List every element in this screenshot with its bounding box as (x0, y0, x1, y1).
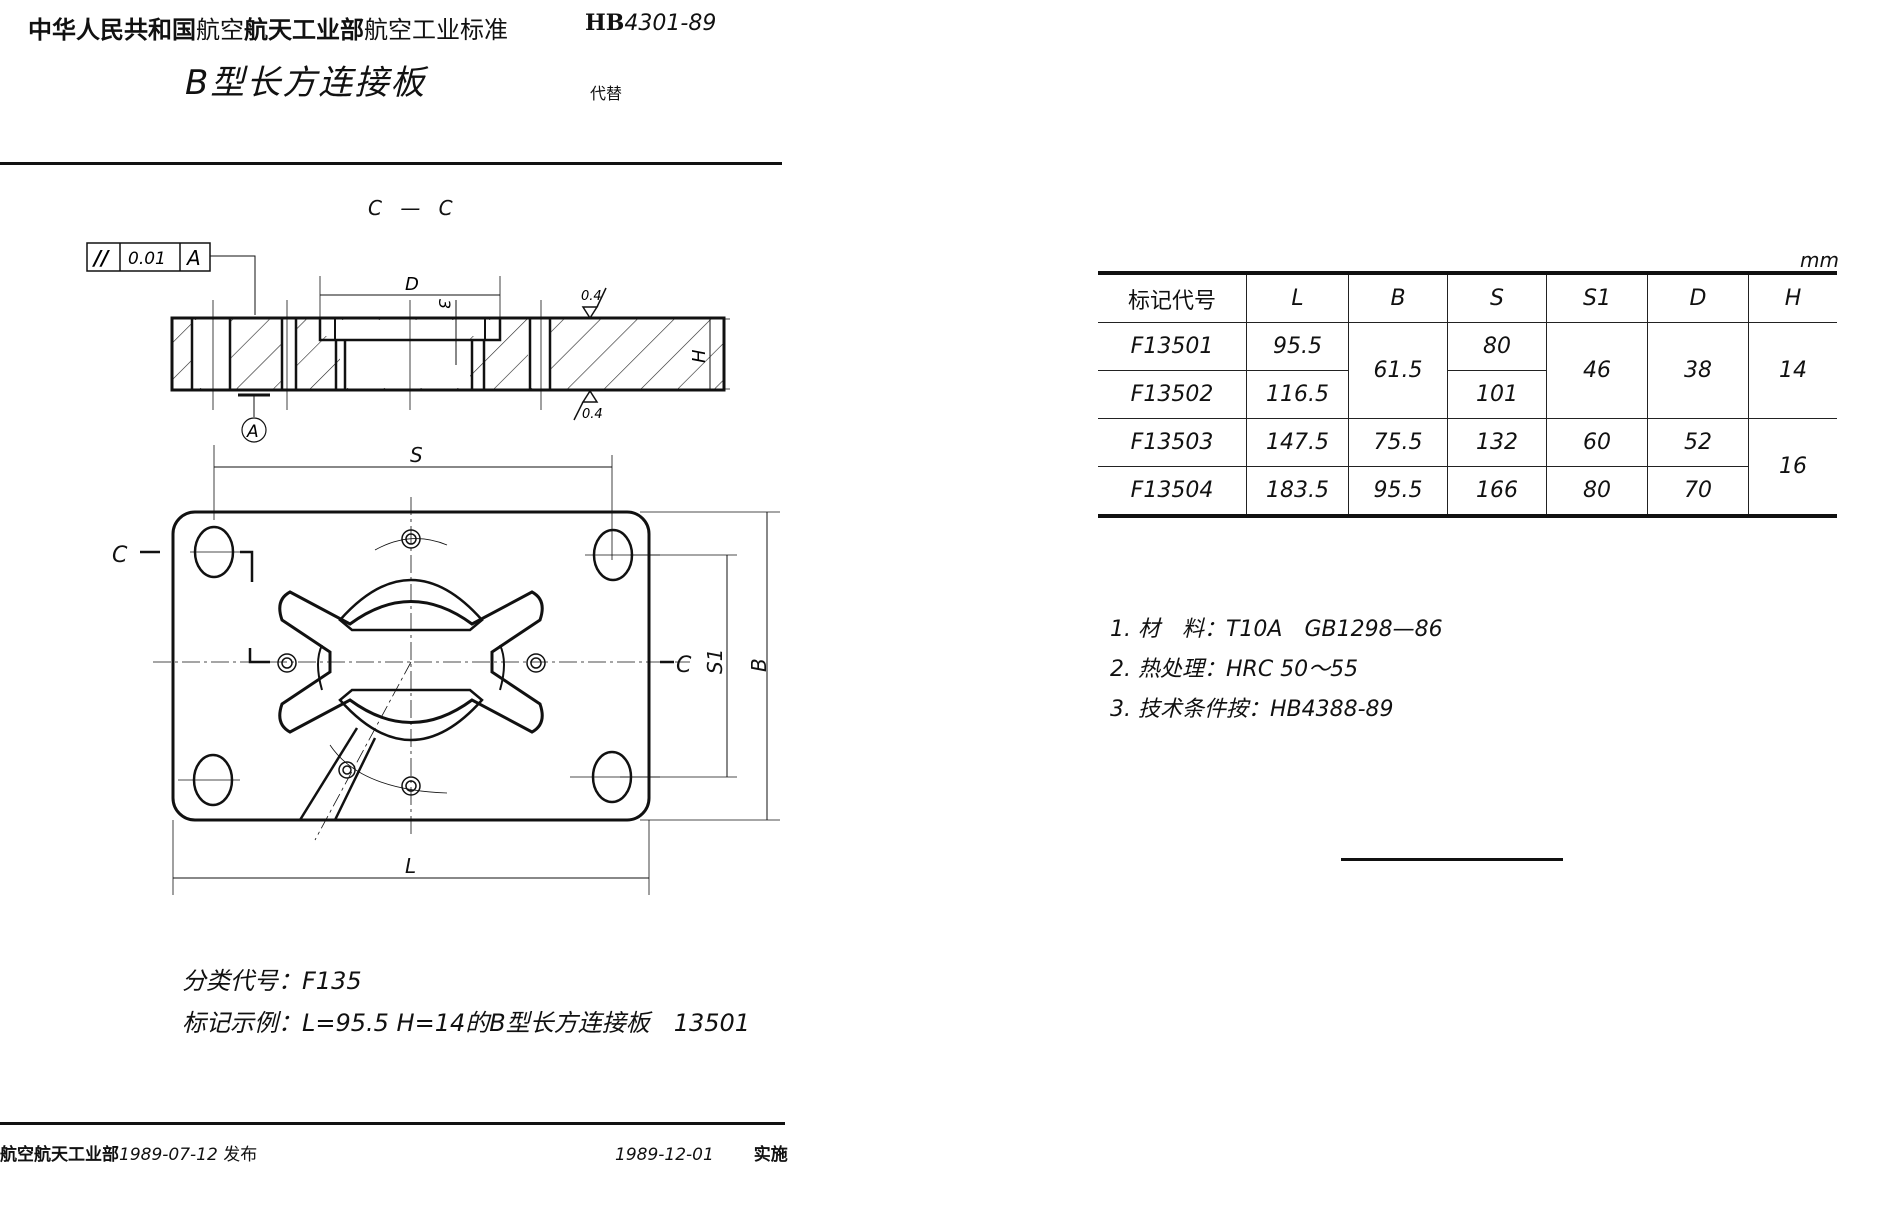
footer-effective-date: 1989-12-01 (615, 1145, 714, 1165)
technical-drawing: // 0.01 A D (86, 242, 780, 895)
cell-S: 132 (1447, 418, 1547, 467)
table-header-row: 标记代号 L B S S1 D H (1098, 272, 1837, 323)
header-rule (0, 162, 782, 165)
unit-label: mm (1800, 248, 1839, 272)
footer-rule (0, 1122, 785, 1125)
cell-S1: 46 (1546, 322, 1648, 419)
note-heat-treatment: 2. 热处理：HRC 50～55 (1110, 657, 1359, 682)
plan-view: S (112, 443, 780, 895)
cell-S: 80 (1447, 322, 1547, 371)
cell-B: 75.5 (1348, 418, 1448, 467)
standard-number-value: 4301-89 (624, 11, 717, 36)
svg-text:A: A (246, 422, 259, 442)
dim-L-label: L (405, 854, 416, 878)
footer-effective-label: 实施 (753, 1145, 788, 1165)
cell-D: 70 (1647, 466, 1749, 517)
org-standard-type: 航空工业标准 (364, 16, 508, 44)
tolerance-frame: // 0.01 A (86, 242, 256, 315)
cell-S: 166 (1447, 466, 1547, 517)
cut-label-right: C (676, 653, 692, 678)
cell-code: F13504 (1098, 466, 1247, 517)
org-ministry: 航天工业部 (244, 16, 364, 44)
cell-H: 16 (1748, 418, 1837, 517)
note-technical-conditions: 3. 技术条件按：HB4388-89 (1110, 697, 1394, 722)
col-header-code: 标记代号 (1098, 272, 1247, 323)
cell-L: 147.5 (1246, 418, 1349, 467)
cell-L: 95.5 (1246, 322, 1349, 371)
dim-S-label: S (410, 443, 423, 467)
classification-block: 分类代号：F135 标记示例：L=95.5 H=14的B型长方连接板 13501 (182, 960, 750, 1044)
col-header-L: L (1246, 272, 1349, 323)
document-title: B型长方连接板 (185, 63, 427, 103)
dim-H-label: H (689, 349, 710, 363)
table-row: F13503 147.5 75.5 132 60 52 16 (1098, 418, 1837, 517)
dimension-table: 标记代号 L B S S1 D H F13501 95.5 61.5 80 46… (1098, 271, 1837, 518)
dim-3-label: 3 (435, 299, 454, 309)
footer-issue-label: 发布 (223, 1145, 258, 1165)
col-header-H: H (1748, 272, 1837, 323)
org-country: 中华人民共和国 (28, 16, 196, 44)
cell-B: 61.5 (1348, 322, 1448, 419)
col-header-S1: S1 (1546, 272, 1648, 323)
footer-publisher: 航空航天工业部 (0, 1145, 119, 1165)
cell-L: 183.5 (1246, 466, 1349, 517)
section-view: D 3 H 0.4 0.4 A (170, 274, 730, 443)
table-row: F13502 116.5 101 (1098, 370, 1837, 419)
svg-text:0.01: 0.01 (128, 249, 166, 269)
footer-issue-date: 1989-07-12 (119, 1145, 218, 1165)
cell-D: 52 (1647, 418, 1749, 467)
col-header-S: S (1447, 272, 1547, 323)
section-label: C — C (368, 196, 459, 220)
table-row: F13501 95.5 61.5 80 46 38 14 (1098, 322, 1837, 419)
issuing-authority: 中华人民共和国航空航天工业部航空工业标准 (28, 10, 508, 45)
roughness-bottom: 0.4 (582, 407, 603, 422)
technical-notes: 1. 材 料：T10A GB1298—86 2. 热处理：HRC 50～55 3… (1110, 610, 1443, 730)
footer-issue: 航空航天工业部1989-07-12 发布 (0, 1140, 257, 1165)
org-aviation: 航空 (196, 16, 244, 44)
cell-L: 116.5 (1246, 370, 1349, 419)
svg-text:A: A (185, 246, 201, 270)
cell-code: F13501 (1098, 322, 1247, 371)
marking-example: 标记示例：L=95.5 H=14的B型长方连接板 13501 (182, 1009, 751, 1037)
replaces-label: 代替 (590, 84, 623, 103)
dim-B-label: B (747, 658, 771, 672)
cell-S1: 60 (1546, 418, 1648, 467)
standard-number: HB4301-89 (585, 10, 716, 36)
col-header-D: D (1647, 272, 1749, 323)
end-rule (1341, 858, 1563, 861)
cell-code: F13503 (1098, 418, 1247, 467)
cut-label-left: C (112, 543, 128, 568)
cell-S: 101 (1447, 370, 1547, 419)
cell-B: 95.5 (1348, 466, 1448, 517)
cell-code: F13502 (1098, 370, 1247, 419)
classification-code: 分类代号：F135 (182, 967, 362, 995)
footer-effective: 1989-12-01 实施 (615, 1140, 788, 1165)
datum-A-icon (241, 417, 267, 443)
standard-prefix: HB (585, 10, 625, 36)
cell-H: 14 (1748, 322, 1837, 419)
table-row: F13504 183.5 95.5 166 80 70 (1098, 466, 1837, 517)
parallelism-icon: // (92, 246, 110, 270)
dim-D-label: D (405, 274, 419, 295)
cell-D: 38 (1647, 322, 1749, 419)
roughness-top: 0.4 (581, 289, 602, 304)
dim-S1-label: S1 (703, 649, 727, 674)
note-material: 1. 材 料：T10A GB1298—86 (1110, 617, 1443, 642)
col-header-B: B (1348, 272, 1448, 323)
cell-S1: 80 (1546, 466, 1648, 517)
